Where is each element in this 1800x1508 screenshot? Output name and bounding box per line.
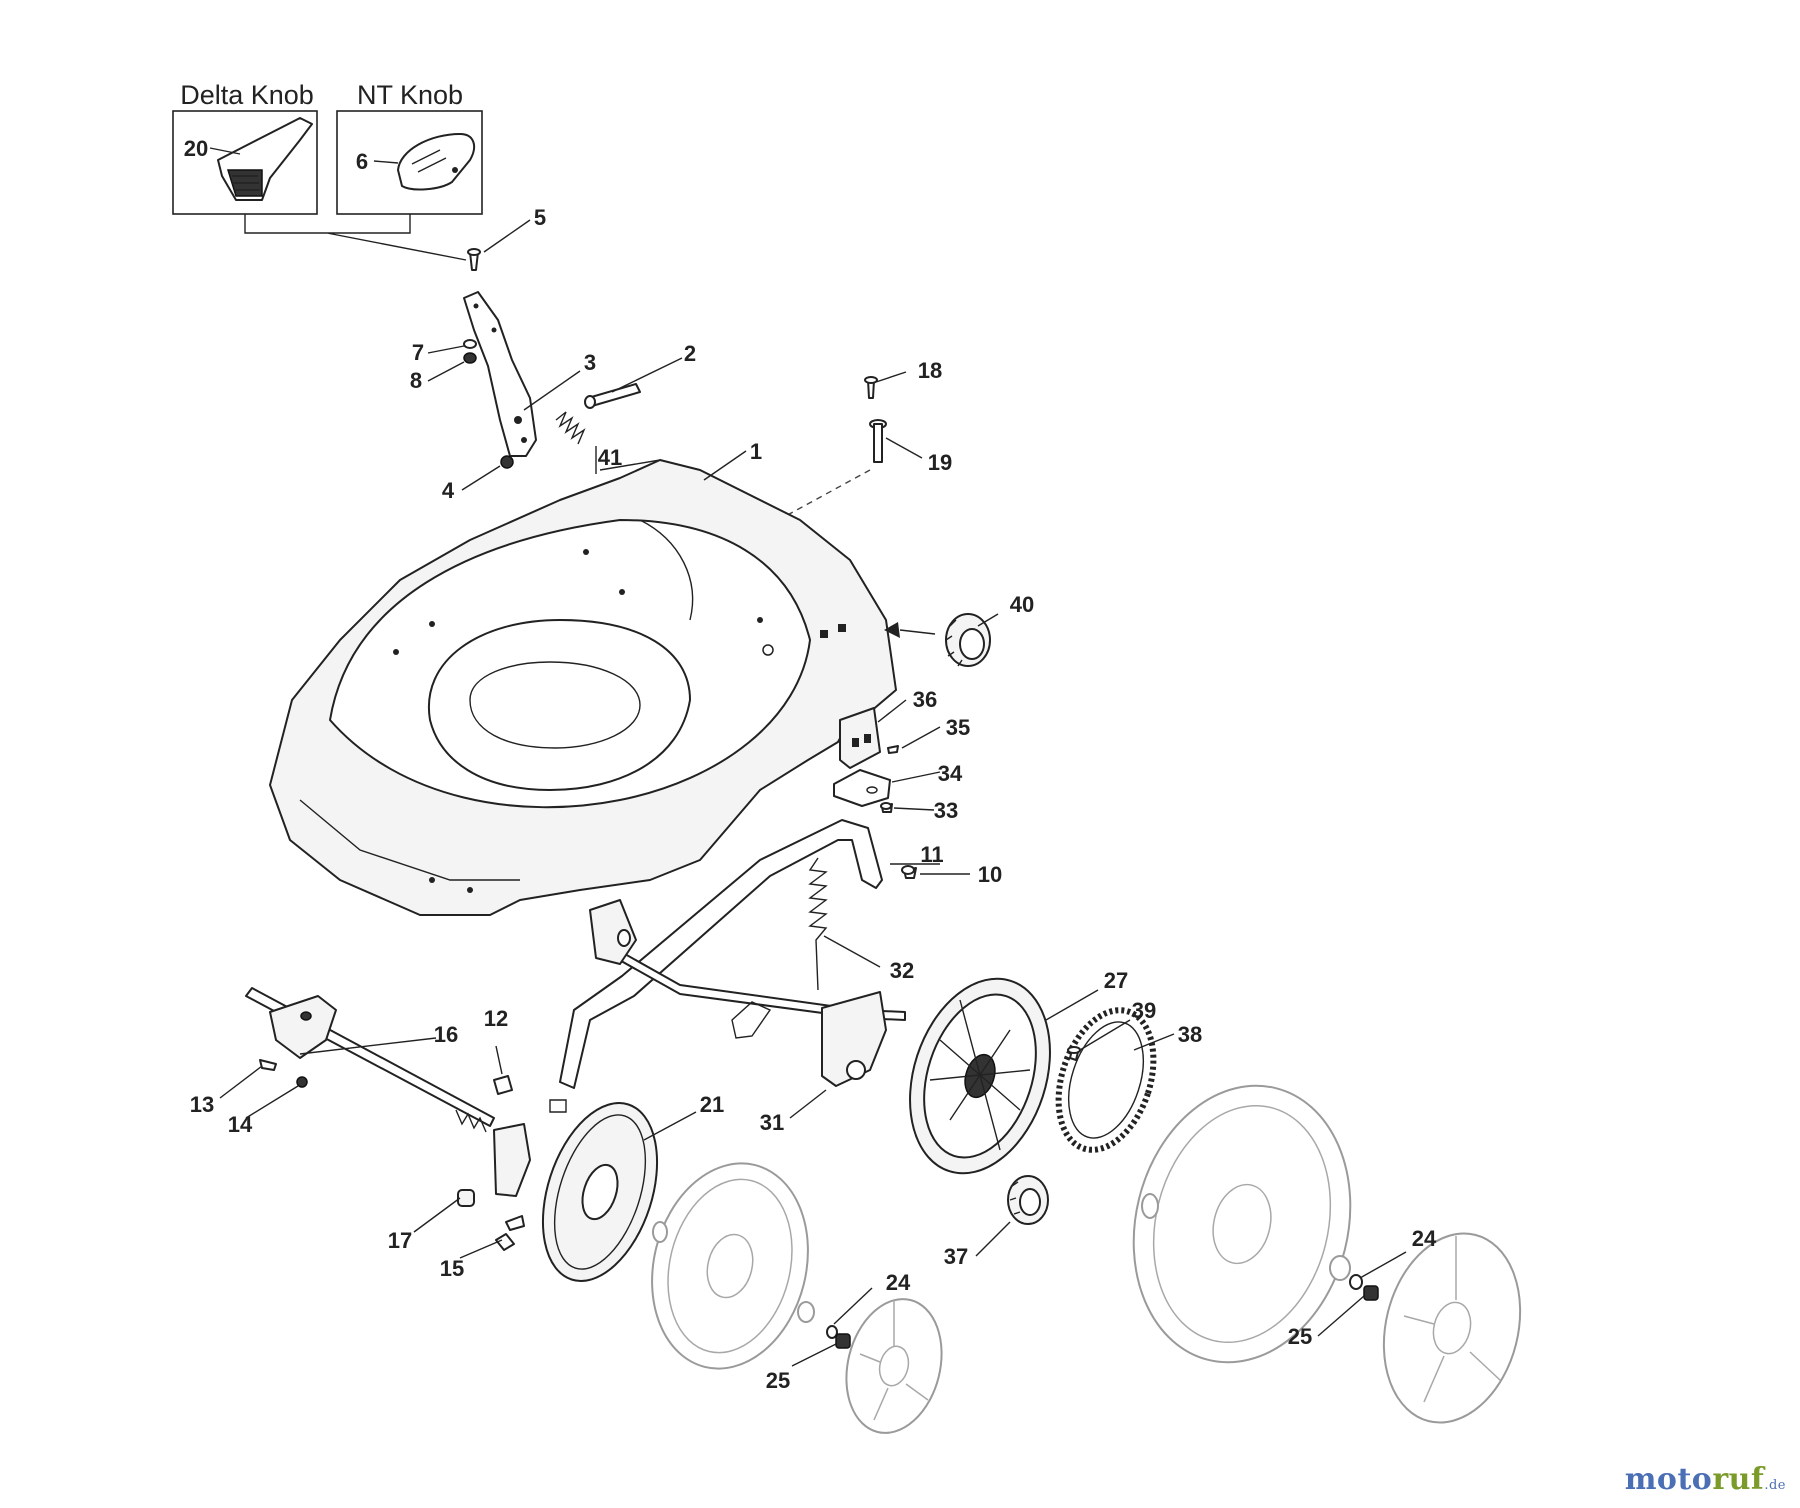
height-lever-assembly: [549, 819, 917, 1113]
brackets-36-34: [833, 707, 899, 813]
callout-35: 35: [946, 715, 970, 740]
callout-13: 13: [190, 1092, 214, 1117]
callout-numbers: 20 6 5 7 8 3 2 41 4 1 18 19 40 36 35 34 …: [184, 136, 1437, 1393]
callout-11: 11: [920, 842, 943, 867]
rear-axle-assembly: [589, 899, 906, 1087]
callout-2: 2: [684, 341, 696, 366]
callout-17: 17: [388, 1228, 412, 1253]
callout-7: 7: [412, 340, 424, 365]
callout-32: 32: [890, 958, 914, 983]
rear-cap-part: [884, 613, 991, 667]
callout-41: 41: [598, 445, 622, 470]
nt-knob-part: [397, 133, 476, 191]
callout-40: 40: [1010, 592, 1034, 617]
callout-21: 21: [700, 1092, 724, 1117]
callout-33: 33: [934, 798, 958, 823]
front-hub-cap: [826, 1298, 943, 1434]
callout-25-rear: 25: [1288, 1324, 1312, 1349]
rear-hub-cap: [1349, 1232, 1522, 1424]
delta-knob-label: Delta Knob: [180, 80, 314, 110]
callout-1: 1: [750, 439, 762, 464]
callout-24-rear: 24: [1412, 1226, 1437, 1251]
front-axle-assembly: [245, 987, 531, 1251]
watermark-logo: motoruf.de: [1625, 1462, 1786, 1497]
callout-38: 38: [1178, 1022, 1202, 1047]
callout-27: 27: [1104, 968, 1128, 993]
nt-knob-label: NT Knob: [357, 80, 463, 110]
handle-bracket-assembly: [463, 248, 641, 474]
callout-8: 8: [410, 368, 422, 393]
callout-25-front: 25: [766, 1368, 790, 1393]
knob-option-boxes: Delta Knob NT Knob: [172, 80, 483, 261]
leader-lines: [209, 147, 1407, 1367]
callout-15: 15: [440, 1256, 464, 1281]
callout-31: 31: [760, 1110, 784, 1135]
callout-10: 10: [978, 862, 1002, 887]
callout-4: 4: [442, 478, 455, 503]
callout-6: 6: [356, 149, 368, 174]
callout-5: 5: [534, 205, 546, 230]
rear-wheel-ghost-tire: [1132, 1084, 1352, 1364]
knob-bracket-line: [244, 214, 467, 261]
rear-wheel-drive: [909, 977, 1157, 1225]
callout-20: 20: [184, 136, 208, 161]
callout-19: 19: [928, 450, 952, 475]
callout-36: 36: [913, 687, 937, 712]
callout-3: 3: [584, 350, 596, 375]
delta-knob-part: [217, 117, 313, 201]
callout-18: 18: [918, 358, 942, 383]
front-wheel: [541, 1102, 659, 1282]
callout-16: 16: [434, 1022, 458, 1047]
mower-deck: [269, 459, 897, 916]
callout-39: 39: [1132, 998, 1156, 1023]
callout-24-front: 24: [886, 1270, 911, 1295]
watermark-part-2: ruf: [1712, 1462, 1765, 1497]
callout-34: 34: [938, 761, 963, 786]
watermark-part-1: moto: [1624, 1462, 1713, 1497]
front-wheel-ghost-tire: [651, 1162, 815, 1370]
callout-14: 14: [228, 1112, 253, 1137]
callout-37: 37: [944, 1244, 968, 1269]
callout-12: 12: [484, 1006, 508, 1031]
watermark-part-3: .de: [1764, 1478, 1786, 1493]
